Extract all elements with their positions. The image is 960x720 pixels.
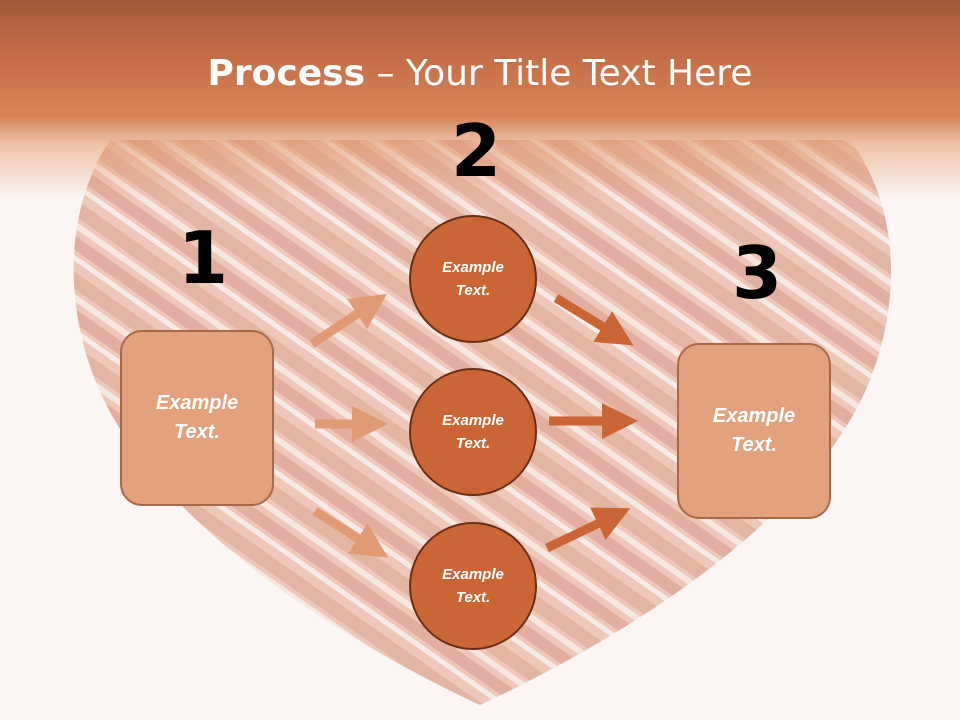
right-process-box: Example Text.: [677, 343, 831, 519]
right-box-line2: Text.: [731, 434, 777, 456]
left-process-box: Example Text.: [120, 330, 274, 506]
arrow-bottom-to-right: [545, 507, 631, 553]
arrow-top-to-right: [553, 294, 634, 346]
circle-bottom-line2: Text.: [455, 589, 491, 606]
title-banner: [0, 0, 960, 200]
left-box-line1: Example: [155, 392, 239, 414]
left-box-line2: Text.: [174, 421, 220, 443]
process-circle-bottom: Example Text.: [409, 522, 537, 650]
circle-middle-line2: Text.: [455, 435, 491, 452]
step-number-1: 1: [178, 216, 229, 300]
step-number-3: 3: [732, 231, 783, 315]
arrow-left-to-top: [309, 294, 387, 348]
circle-top-line2: Text.: [455, 282, 491, 299]
title-bold: Process: [207, 53, 366, 94]
circle-bottom-line1: Example: [442, 566, 504, 583]
process-circle-middle: Example Text.: [409, 368, 537, 496]
process-circle-top: Example Text.: [409, 215, 537, 343]
right-box-line1: Example: [712, 405, 796, 427]
title-rest: – Your Title Text Here: [365, 53, 753, 94]
circle-top-line1: Example: [442, 259, 504, 276]
circle-middle-line1: Example: [442, 412, 504, 429]
arrow-left-to-bottom: [312, 507, 389, 558]
slide-title: Process – Your Title Text Here: [0, 52, 960, 96]
step-number-2: 2: [451, 109, 502, 193]
